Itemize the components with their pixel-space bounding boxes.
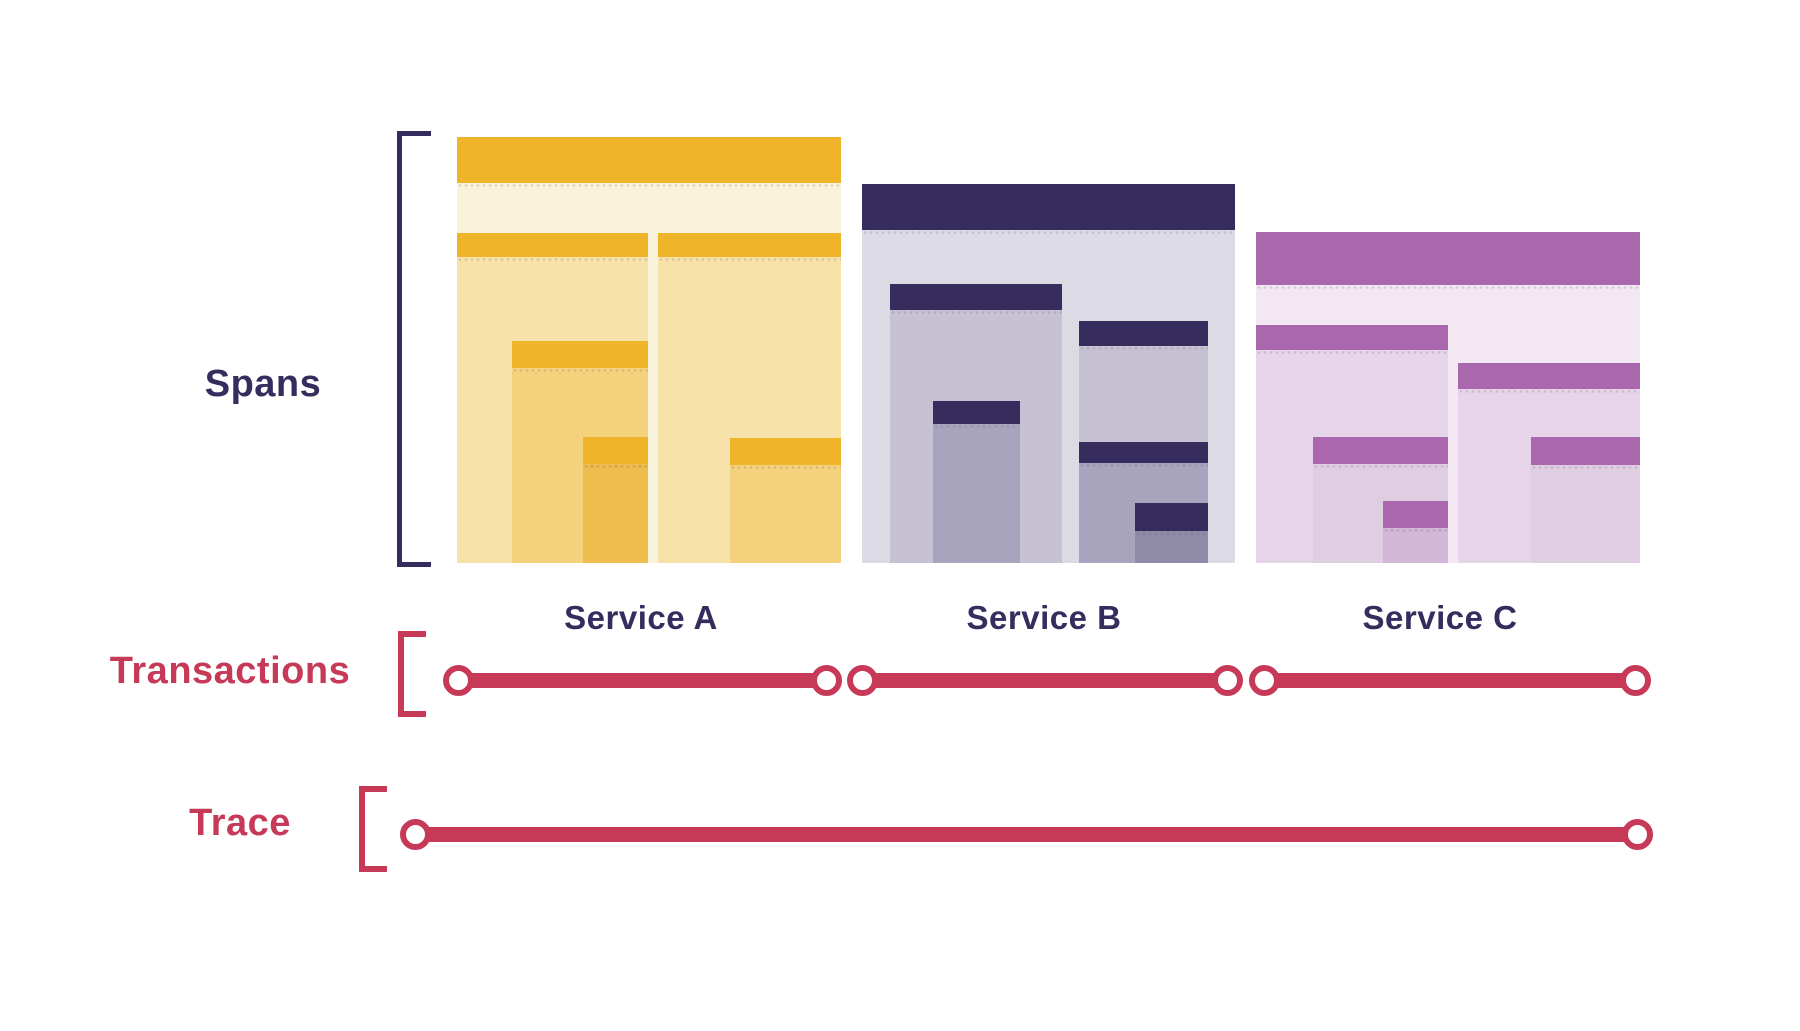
span-bar-header [1383, 501, 1448, 533]
transactions-line [1264, 672, 1635, 688]
transactions-label: Transactions [109, 650, 351, 692]
trace-endpoint-dot [399, 818, 431, 850]
span-bar-body [730, 465, 841, 563]
span-bar-header [658, 233, 841, 262]
transactions-endpoint-dot [846, 664, 878, 696]
spans-label: Spans [204, 363, 322, 405]
trace-label: Trace [189, 802, 291, 844]
span-bar-body [1383, 528, 1448, 563]
span-bar-header [933, 401, 1020, 429]
span-bar-header [1531, 437, 1640, 470]
service-b-label: Service B [966, 599, 1122, 636]
span-bar-header [1458, 363, 1640, 394]
span-bar-body [933, 424, 1020, 563]
span-bar-header [457, 137, 841, 188]
service-c-label: Service C [1362, 599, 1518, 636]
span-bar-header [1135, 503, 1208, 536]
transactions-endpoint-dot [1211, 664, 1243, 696]
span-bar-header [890, 284, 1062, 315]
span-bar-body [1531, 465, 1640, 563]
span-bar-header [1079, 442, 1208, 468]
span-bar-header [730, 438, 841, 470]
span-bar-body [1135, 531, 1208, 563]
transactions-bracket [398, 631, 426, 717]
trace-bracket [359, 786, 387, 872]
transactions-endpoint-dot [1619, 664, 1651, 696]
transactions-line [862, 672, 1227, 688]
transactions-endpoint-dot [810, 664, 842, 696]
transactions-endpoint-dot [442, 664, 474, 696]
trace-endpoint-dot [1621, 818, 1653, 850]
service-block-b [862, 184, 1235, 563]
service-a-label: Service A [564, 599, 718, 636]
span-bar-header [512, 341, 648, 373]
span-bar-header [1256, 325, 1448, 355]
trace-line [415, 826, 1637, 842]
spans-bracket [397, 131, 431, 567]
transactions-endpoint-dot [1248, 664, 1280, 696]
span-bar-header [862, 184, 1235, 235]
span-bar-header [1079, 321, 1208, 351]
span-bar-header [457, 233, 648, 262]
span-bar-header [1256, 232, 1640, 290]
service-block-c [1256, 232, 1640, 563]
span-bar-header [583, 437, 648, 469]
transactions-line [458, 672, 826, 688]
span-bar-header [1313, 437, 1448, 469]
service-block-a [457, 137, 841, 563]
span-bar-body [583, 464, 648, 563]
